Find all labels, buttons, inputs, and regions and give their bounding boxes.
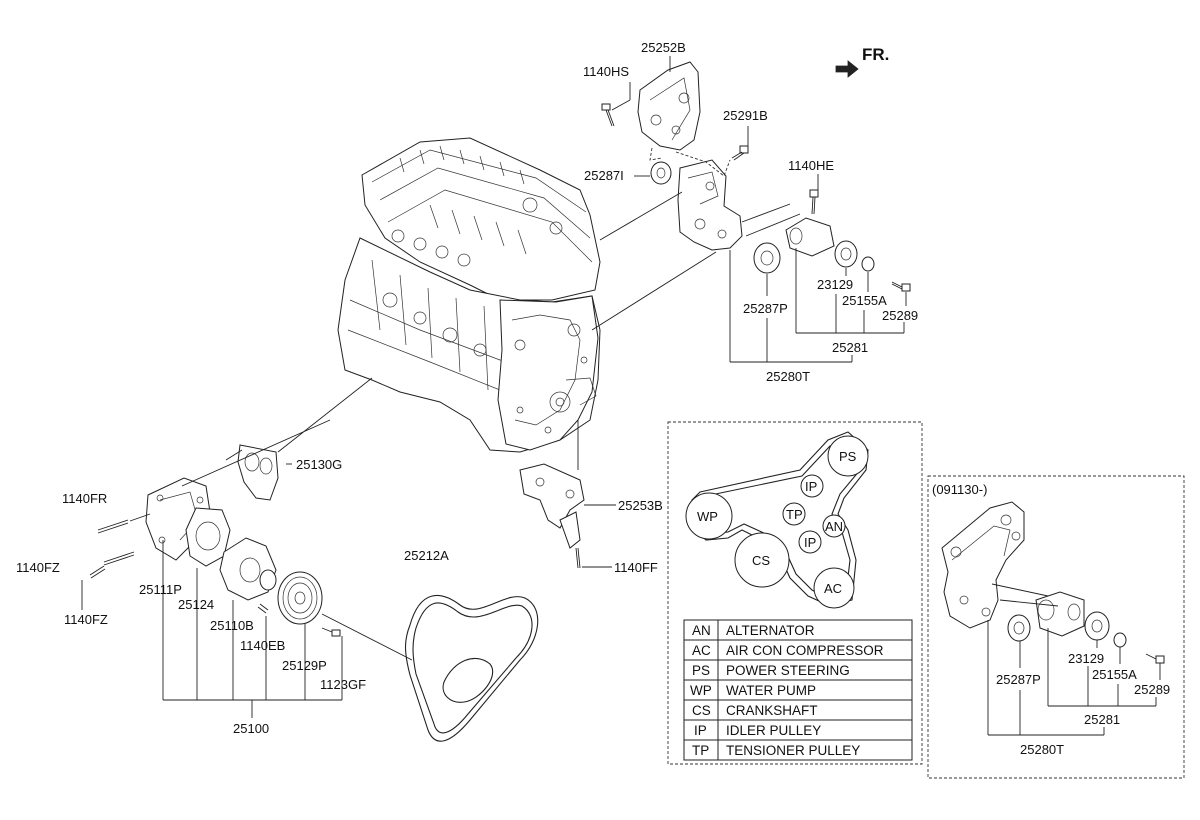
leader-lines bbox=[81, 56, 907, 718]
pulley-label-ip-lower: IP bbox=[804, 535, 816, 550]
label-1140EB: 1140EB bbox=[240, 638, 285, 653]
label-1140HE: 1140HE bbox=[788, 158, 834, 173]
label-1123GF: 1123GF bbox=[320, 677, 366, 692]
label-25155A: 25155A bbox=[842, 293, 887, 308]
pulley-ip-lower bbox=[798, 530, 822, 554]
bolts-1140FR-1140FZ-illustration bbox=[89, 519, 135, 579]
label-25287I: 25287I bbox=[584, 168, 624, 183]
bolt-1140HS-illustration bbox=[601, 103, 615, 127]
water-pump-housing-illustration bbox=[145, 477, 231, 567]
bolt-1123GF-illustration bbox=[321, 627, 341, 637]
label-1140FZ-upper: 1140FZ bbox=[16, 560, 60, 575]
legend-name: ALTERNATOR bbox=[726, 623, 815, 638]
legend-code: CS bbox=[692, 703, 711, 718]
legend-name: IDLER PULLEY bbox=[726, 723, 821, 738]
pulley-an bbox=[822, 514, 846, 538]
variant-label-25155A: 25155A bbox=[1092, 667, 1137, 682]
bolt-1140EB-illustration bbox=[257, 603, 269, 614]
pulley-legend-table: AN ALTERNATOR AC AIR CON COMPRESSOR PS P… bbox=[683, 619, 913, 761]
label-25124: 25124 bbox=[178, 597, 214, 612]
label-1140FZ-lower: 1140FZ bbox=[64, 612, 108, 627]
legend-code: WP bbox=[690, 683, 712, 698]
legend-name: TENSIONER PULLEY bbox=[726, 743, 860, 758]
cap-25155A-illustration bbox=[861, 256, 875, 272]
variant-label-25289: 25289 bbox=[1134, 682, 1170, 697]
legend-name: POWER STEERING bbox=[726, 663, 850, 678]
pulley-label-ip-upper: IP bbox=[805, 479, 817, 494]
legend-code: TP bbox=[692, 743, 709, 758]
alternator-bracket-illustration bbox=[637, 61, 701, 151]
water-pump-25110B-illustration bbox=[219, 537, 277, 601]
pulley-label-wp: WP bbox=[697, 509, 718, 524]
variant-tensioner-box: (091130-) 2 bbox=[927, 475, 1185, 779]
bolt-1140HE-illustration bbox=[809, 189, 819, 215]
bracket-25253B-illustration bbox=[519, 463, 585, 549]
label-25130G: 25130G bbox=[296, 457, 342, 472]
label-1140FF: 1140FF bbox=[614, 560, 658, 575]
label-25111P: 25111P bbox=[139, 582, 182, 597]
label-25129P: 25129P bbox=[282, 658, 327, 673]
tensioner-body-illustration bbox=[785, 217, 835, 257]
legend-name: AIR CON COMPRESSOR bbox=[726, 643, 884, 658]
pulley-ip-upper bbox=[800, 474, 824, 498]
legend-code: AN bbox=[692, 623, 711, 638]
legend-code: PS bbox=[692, 663, 710, 678]
label-25212A: 25212A bbox=[404, 548, 449, 563]
label-25110B: 25110B bbox=[210, 618, 254, 633]
bolt-1140FF-illustration bbox=[575, 547, 581, 569]
engine-block-illustration bbox=[337, 137, 601, 453]
pulley-cs bbox=[734, 532, 790, 588]
label-25280T: 25280T bbox=[766, 369, 810, 384]
pulley-ac bbox=[813, 567, 855, 609]
variant-label-23129: 23129 bbox=[1068, 651, 1104, 666]
legend-name: WATER PUMP bbox=[726, 683, 816, 698]
idler-pulley-25287I-illustration bbox=[650, 161, 672, 185]
label-25253B: 25253B bbox=[618, 498, 663, 513]
legend-code: IP bbox=[694, 723, 707, 738]
label-23129: 23129 bbox=[817, 277, 853, 292]
pulley-label-ac: AC bbox=[824, 581, 842, 596]
pulley-label-cs: CS bbox=[752, 553, 770, 568]
variant-label-25280T: 25280T bbox=[1020, 742, 1064, 757]
label-25100: 25100 bbox=[233, 721, 269, 736]
pulley-label-ps: PS bbox=[839, 449, 857, 464]
front-direction-arrow bbox=[835, 60, 859, 78]
variant-date-code: (091130-) bbox=[932, 482, 987, 497]
label-1140FR: 1140FR bbox=[62, 491, 107, 506]
pulley-tp bbox=[782, 502, 806, 526]
drive-belt-25212A-illustration bbox=[404, 594, 539, 742]
label-25291B: 25291B bbox=[723, 108, 768, 123]
water-pump-pulley-25129P-illustration bbox=[277, 571, 323, 625]
part-labels: 25252B 1140HS 25291B 1140HE 25287I 23129… bbox=[16, 40, 918, 736]
pulley-wp bbox=[685, 492, 733, 540]
label-25252B: 25252B bbox=[641, 40, 686, 55]
label-1140HS: 1140HS bbox=[583, 64, 629, 79]
legend-name: CRANKSHAFT bbox=[726, 703, 818, 718]
front-direction-label: FR. bbox=[862, 45, 889, 64]
bolt-25291B-illustration bbox=[731, 145, 749, 161]
tensioner-bracket-illustration bbox=[677, 159, 743, 251]
label-25287P: 25287P bbox=[743, 301, 788, 316]
variant-label-25287P: 25287P bbox=[996, 672, 1041, 687]
gasket-25130G-illustration bbox=[237, 444, 279, 501]
belt-routing-diagram: PS IP WP TP AN IP CS AC AN ALTERNATOR AC… bbox=[667, 421, 923, 765]
pulley-label-an: AN bbox=[825, 519, 843, 534]
tensioner-pulley-25287P-illustration bbox=[753, 242, 781, 274]
bolt-25289-illustration bbox=[891, 281, 911, 292]
pulley-label-tp: TP bbox=[786, 507, 803, 522]
label-25281: 25281 bbox=[832, 340, 868, 355]
pulley-ps bbox=[827, 435, 869, 477]
variant-label-25281: 25281 bbox=[1084, 712, 1120, 727]
legend-code: AC bbox=[692, 643, 711, 658]
pulley-23129-illustration bbox=[834, 240, 858, 268]
label-25289: 25289 bbox=[882, 308, 918, 323]
